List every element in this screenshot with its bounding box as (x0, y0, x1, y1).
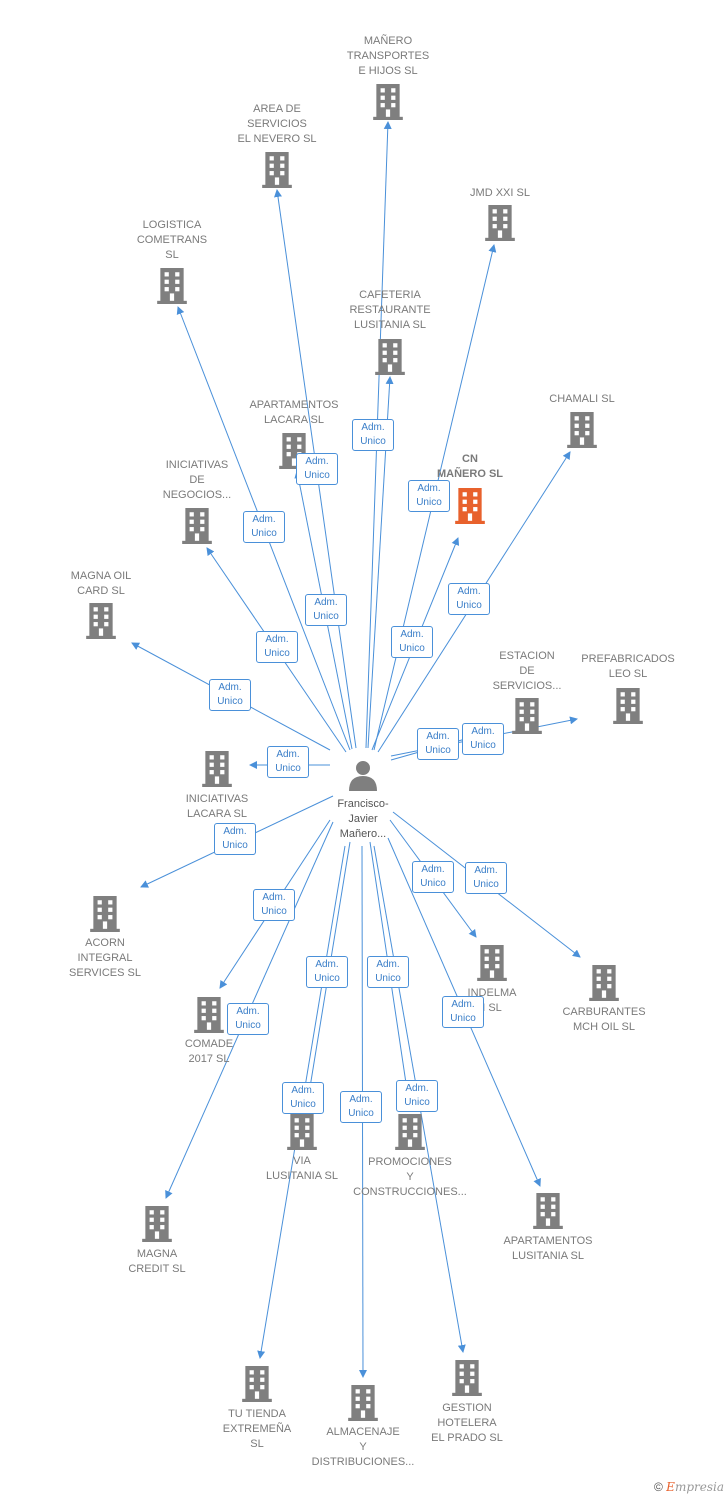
role-badge: Adm. Unico (227, 1003, 269, 1035)
company-node-iniciativas-negocios[interactable]: INICIATIVAS DE NEGOCIOS... (137, 458, 257, 503)
role-badge: Adm. Unico (465, 862, 507, 894)
role-badge: Adm. Unico (340, 1091, 382, 1123)
person-node[interactable]: Francisco- Javier Mañero... (313, 797, 413, 842)
company-label[interactable]: GESTION HOTELERA EL PRADO SL (431, 1402, 503, 1444)
company-label[interactable]: VIA LUSITANIA SL (266, 1155, 338, 1182)
company-node-acorn-integral[interactable]: ACORN INTEGRAL SERVICES SL (45, 936, 165, 981)
copyright-symbol: © (653, 1480, 663, 1494)
role-badge: Adm. Unico (253, 889, 295, 921)
footer: © Empresia (654, 1480, 724, 1494)
empresia-logo[interactable]: Empresia (666, 1480, 724, 1494)
company-node-chamali[interactable]: CHAMALI SL (522, 392, 642, 407)
building-icon[interactable] (395, 1114, 425, 1150)
company-node-magna-oil[interactable]: MAGNA OIL CARD SL (41, 569, 161, 599)
company-node-cafeteria-lusitania[interactable]: CAFETERIA RESTAURANTE LUSITANIA SL (330, 288, 450, 333)
company-node-promociones[interactable]: PROMOCIONES Y CONSTRUCCIONES... (350, 1155, 470, 1200)
role-badge: Adm. Unico (243, 511, 285, 543)
company-label[interactable]: CHAMALI SL (549, 393, 615, 405)
building-icon[interactable] (533, 1193, 563, 1229)
building-icon[interactable] (375, 339, 405, 375)
person-icon[interactable] (349, 761, 377, 791)
company-label[interactable]: AREA DE SERVICIOS EL NEVERO SL (237, 103, 317, 145)
building-icon[interactable] (202, 751, 232, 787)
role-badge: Adm. Unico (442, 996, 484, 1028)
building-icon[interactable] (485, 205, 515, 241)
company-label[interactable]: ESTACION DE SERVICIOS... (492, 650, 562, 692)
company-node-iniciativas-lacara[interactable]: INICIATIVAS LACARA SL (157, 792, 277, 822)
role-badge: Adm. Unico (296, 453, 338, 485)
company-node-gestion-hotelera[interactable]: GESTION HOTELERA EL PRADO SL (407, 1401, 527, 1446)
building-icon[interactable] (182, 508, 212, 544)
company-label[interactable]: INICIATIVAS LACARA SL (185, 793, 249, 820)
building-icon[interactable] (157, 268, 187, 304)
building-icon[interactable] (262, 152, 292, 188)
company-label[interactable]: CN MAÑERO SL (437, 453, 503, 480)
role-badge: Adm. Unico (408, 480, 450, 512)
company-node-via-lusitania[interactable]: VIA LUSITANIA SL (242, 1154, 362, 1184)
building-icon[interactable] (589, 965, 619, 1001)
company-label[interactable]: LOGISTICA COMETRANS SL (136, 219, 208, 261)
role-badge: Adm. Unico (417, 728, 459, 760)
company-node-cn-manero[interactable]: CN MAÑERO SL (410, 452, 530, 482)
company-label[interactable]: JMD XXI SL (470, 187, 530, 199)
building-icon[interactable] (452, 1360, 482, 1396)
building-icon[interactable] (142, 1206, 172, 1242)
building-icon[interactable] (194, 997, 224, 1033)
company-label[interactable]: APARTAMENTOS LUSITANIA SL (503, 1235, 593, 1262)
company-label[interactable]: INICIATIVAS DE NEGOCIOS... (162, 459, 232, 501)
company-label[interactable]: CARBURANTES MCH OIL SL (562, 1006, 646, 1033)
role-badge: Adm. Unico (305, 594, 347, 626)
building-icon[interactable] (567, 412, 597, 448)
company-node-area-servicios[interactable]: AREA DE SERVICIOS EL NEVERO SL (217, 102, 337, 147)
building-icon[interactable] (455, 488, 485, 524)
building-icon[interactable] (477, 945, 507, 981)
company-label[interactable]: CAFETERIA RESTAURANTE LUSITANIA SL (349, 289, 431, 331)
company-node-tu-tienda[interactable]: TU TIENDA EXTREMEÑA SL (197, 1407, 317, 1452)
company-node-apartamentos-lusitania[interactable]: APARTAMENTOS LUSITANIA SL (488, 1234, 608, 1264)
role-badge: Adm. Unico (448, 583, 490, 615)
building-icon[interactable] (86, 603, 116, 639)
company-node-logistica-cometrans[interactable]: LOGISTICA COMETRANS SL (112, 218, 232, 263)
role-badge: Adm. Unico (267, 746, 309, 778)
building-icon[interactable] (512, 698, 542, 734)
role-badge: Adm. Unico (214, 823, 256, 855)
company-label[interactable]: PROMOCIONES Y CONSTRUCCIONES... (353, 1156, 467, 1198)
building-icon[interactable] (348, 1385, 378, 1421)
company-node-estacion-servicios[interactable]: ESTACION DE SERVICIOS... (467, 649, 587, 694)
company-node-magna-credit[interactable]: MAGNA CREDIT SL (97, 1247, 217, 1277)
company-label[interactable]: MAGNA CREDIT SL (128, 1248, 186, 1275)
company-label[interactable]: COMADE 2017 SL (184, 1038, 234, 1065)
company-label[interactable]: PREFABRICADOS LEO SL (581, 653, 675, 680)
role-badge: Adm. Unico (367, 956, 409, 988)
building-icon[interactable] (287, 1114, 317, 1150)
role-badge: Adm. Unico (282, 1082, 324, 1114)
building-icon[interactable] (373, 84, 403, 120)
company-label[interactable]: MAGNA OIL CARD SL (70, 570, 132, 597)
company-node-almacenaje[interactable]: ALMACENAJE Y DISTRIBUCIONES... (303, 1425, 423, 1470)
company-node-jmd-xxi[interactable]: JMD XXI SL (440, 186, 560, 201)
role-badge: Adm. Unico (396, 1080, 438, 1112)
person-name[interactable]: Francisco- Javier Mañero... (337, 798, 389, 840)
company-label[interactable]: ACORN INTEGRAL SERVICES SL (69, 937, 141, 979)
role-badge: Adm. Unico (306, 956, 348, 988)
company-node-prefabricados-leo[interactable]: PREFABRICADOS LEO SL (568, 652, 688, 682)
company-label[interactable]: ALMACENAJE Y DISTRIBUCIONES... (311, 1426, 415, 1468)
role-badge: Adm. Unico (412, 861, 454, 893)
company-label[interactable]: APARTAMENTOS LACARA SL (249, 399, 339, 426)
company-node-manero-transportes[interactable]: MAÑERO TRANSPORTES E HIJOS SL (328, 34, 448, 79)
company-label[interactable]: MAÑERO TRANSPORTES E HIJOS SL (346, 35, 430, 77)
building-icon[interactable] (613, 688, 643, 724)
company-node-comade-2017[interactable]: COMADE 2017 SL (149, 1037, 269, 1067)
building-icon[interactable] (90, 896, 120, 932)
company-label[interactable]: TU TIENDA EXTREMEÑA SL (222, 1408, 292, 1450)
company-node-apartamentos-lacara[interactable]: APARTAMENTOS LACARA SL (234, 398, 354, 428)
role-badge: Adm. Unico (209, 679, 251, 711)
building-icon[interactable] (242, 1366, 272, 1402)
role-badge: Adm. Unico (391, 626, 433, 658)
role-badge: Adm. Unico (462, 723, 504, 755)
role-badge: Adm. Unico (256, 631, 298, 663)
role-badge: Adm. Unico (352, 419, 394, 451)
company-node-carburantes-mch[interactable]: CARBURANTES MCH OIL SL (544, 1005, 664, 1035)
